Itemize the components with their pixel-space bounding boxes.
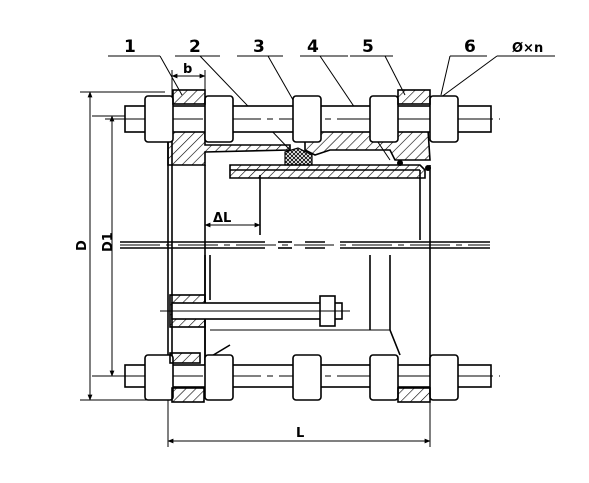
dim-L-label: L — [296, 426, 304, 441]
callout-5: 5 — [362, 37, 374, 57]
dim-D1-label: D1 — [101, 232, 116, 252]
callout-4: 4 — [307, 37, 319, 57]
flange-5-top — [304, 129, 431, 161]
bolt-spec-label: Ø×n — [512, 41, 543, 56]
dim-b-label: b — [183, 62, 192, 77]
callout-2: 2 — [189, 37, 201, 57]
dimension-L — [167, 400, 431, 447]
dim-D-label: D — [75, 240, 90, 251]
callout-1: 1 — [124, 37, 136, 57]
dim-delta-l-label: ΔL — [213, 211, 231, 226]
seal-ring-3 — [284, 147, 313, 166]
middle-bolt — [160, 294, 350, 328]
bottom-bolt — [105, 352, 500, 403]
seal-4-dot — [397, 160, 403, 166]
callout-3: 3 — [253, 37, 265, 57]
top-bolt — [105, 89, 500, 143]
callout-6: 6 — [464, 37, 476, 57]
body-hatch-top — [229, 164, 426, 179]
seal-5-dot — [425, 165, 431, 171]
